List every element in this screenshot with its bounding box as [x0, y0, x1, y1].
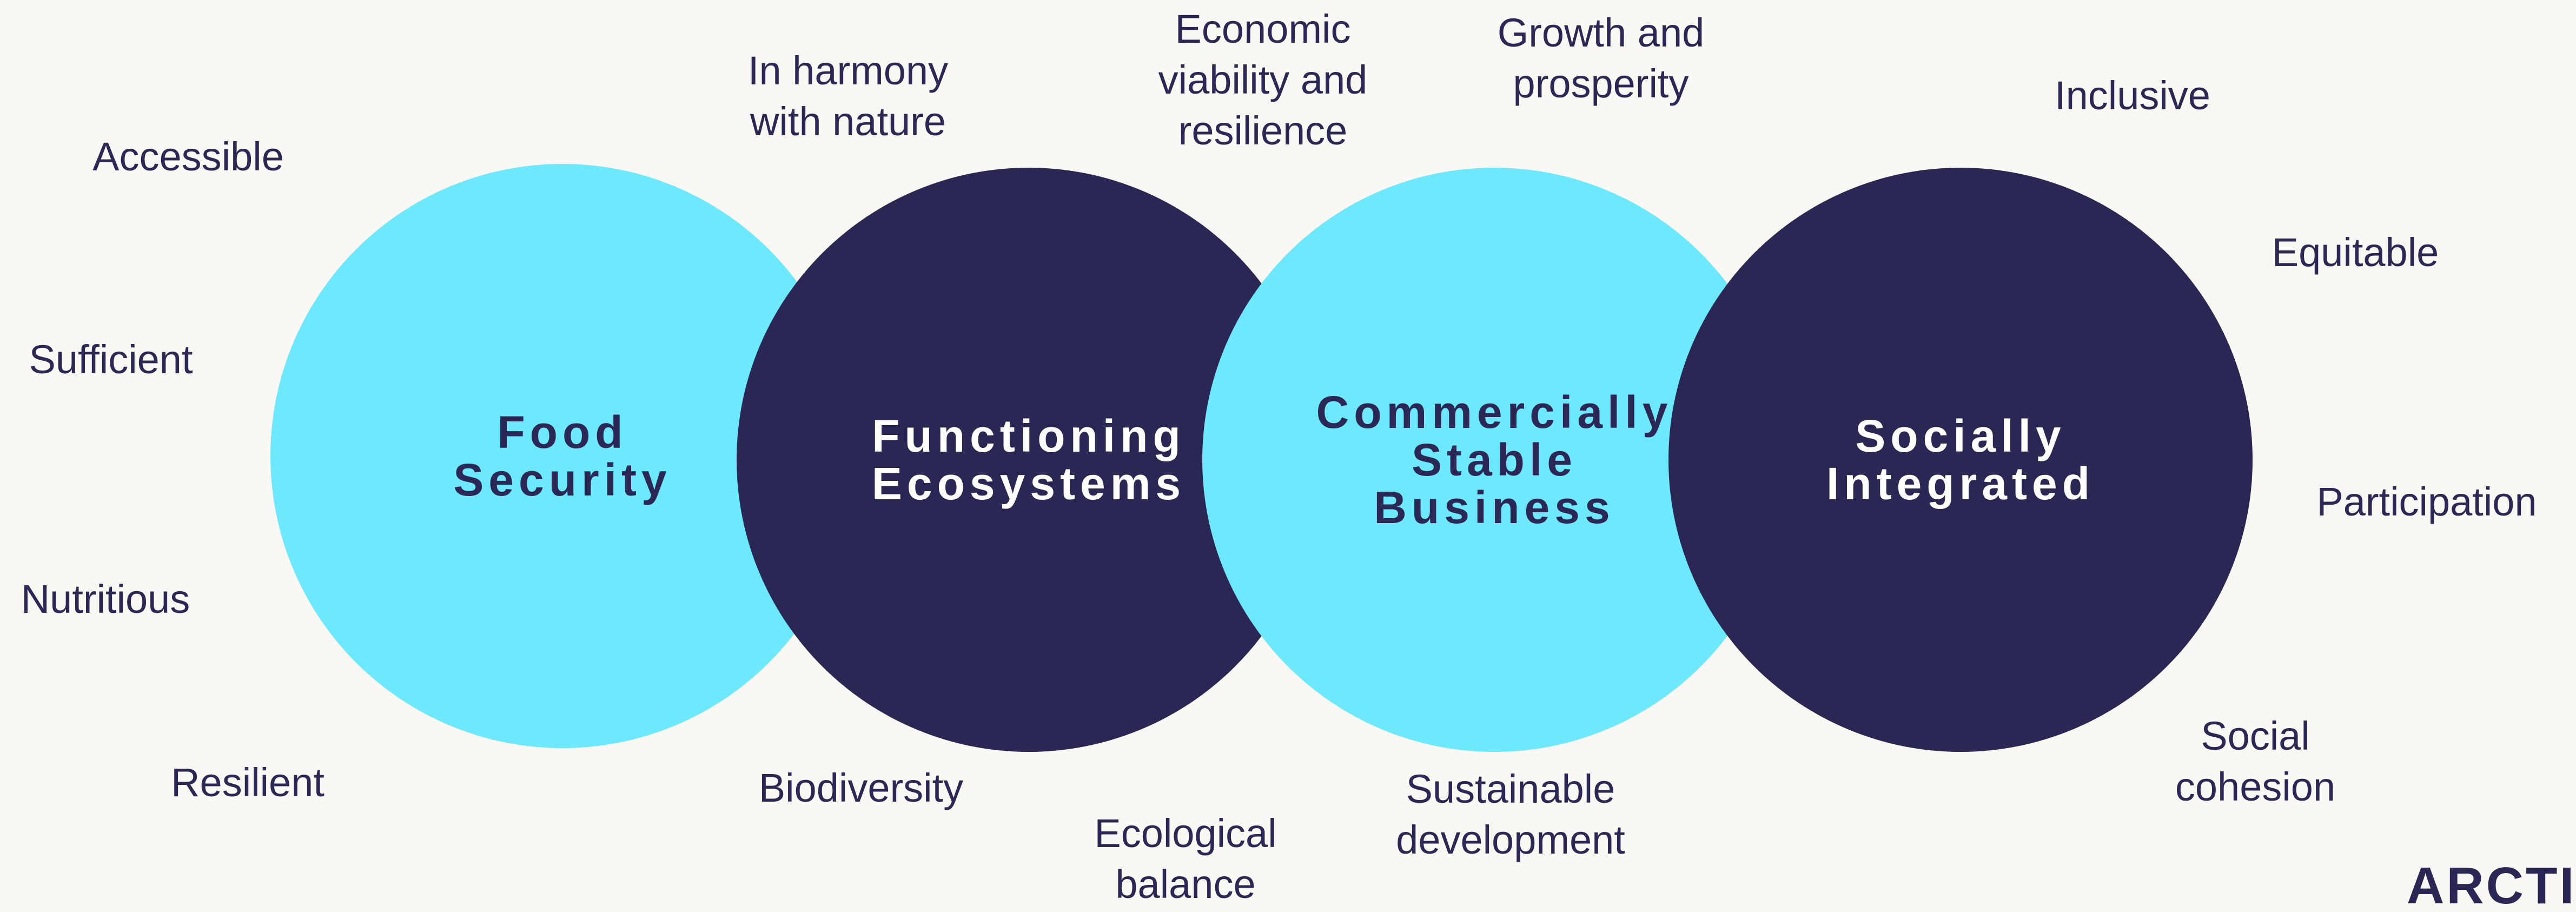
- term-resilient: Resilient: [171, 760, 325, 805]
- term-biodiversity: Biodiversity: [758, 765, 964, 810]
- circle-label-commercially-stable-business: Commercially Stable Business: [1316, 387, 1673, 533]
- term-inclusive: Inclusive: [2055, 73, 2210, 118]
- term-participation: Participation: [2316, 479, 2537, 524]
- term-nutritious: Nutritious: [21, 577, 190, 622]
- circle-label-functioning-ecosystems: Functioning Ecosystems: [871, 411, 1186, 509]
- term-economic-viability: Economic viability and resilience: [1158, 6, 1368, 153]
- term-social-cohesion: Social cohesion: [2175, 713, 2336, 809]
- circle-socially-integrated: Socially Integrated: [1668, 168, 2253, 752]
- circle-label-socially-integrated: Socially Integrated: [1826, 411, 2095, 509]
- term-sustainable-development: Sustainable development: [1396, 766, 1625, 862]
- term-growth-and-prosperity: Growth and prosperity: [1497, 10, 1705, 106]
- term-in-harmony-with-nature: In harmony with nature: [747, 48, 949, 144]
- circle-label-food-security: Food Security: [453, 407, 672, 505]
- brand-logo: ARCTI: [2407, 860, 2576, 912]
- term-equitable: Equitable: [2272, 230, 2439, 275]
- term-accessible: Accessible: [92, 134, 284, 179]
- term-sufficient: Sufficient: [29, 337, 193, 382]
- term-ecological-balance: Ecological balance: [1094, 811, 1277, 907]
